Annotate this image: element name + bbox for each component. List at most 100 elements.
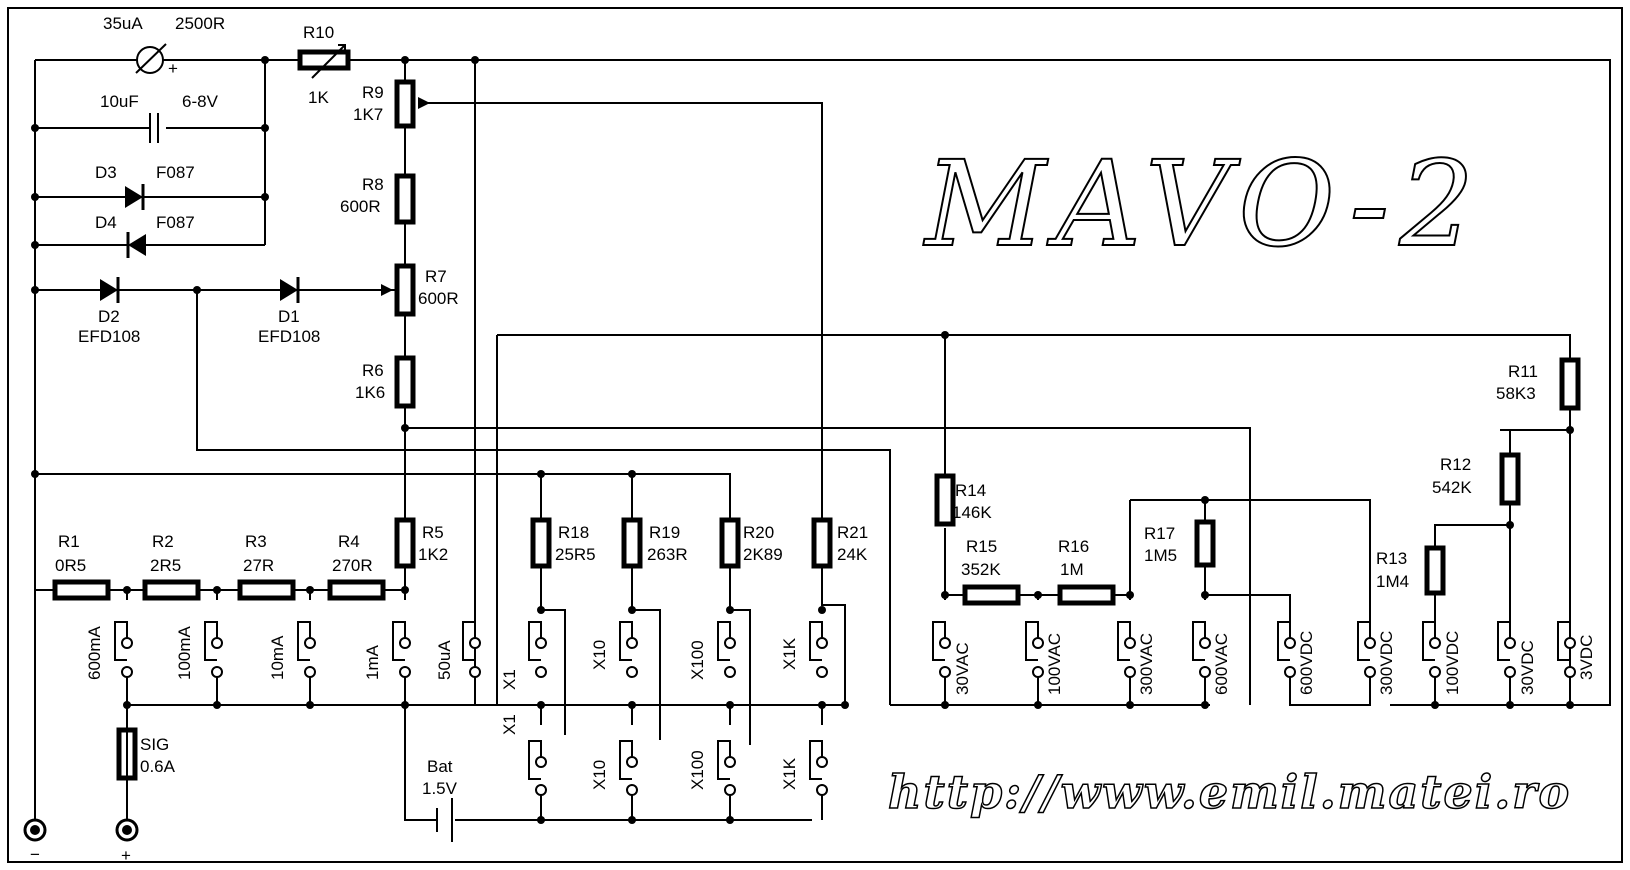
r5-value: 1K2 [418, 545, 448, 564]
svg-text:+: + [168, 59, 178, 78]
diode-d3-name: D3 [95, 163, 117, 182]
battery-symbol [436, 798, 453, 842]
meter-symbol: + [35, 43, 265, 78]
terminal-plus-label: + [121, 846, 131, 865]
r12-value: 542K [1432, 478, 1472, 497]
battery-value: 1.5V [422, 779, 458, 798]
switch-label-100vac: 100VAC [1045, 633, 1064, 695]
r13-name: R13 [1376, 549, 1407, 568]
meter-resistance-label: 2500R [175, 14, 225, 33]
r1-value: 0R5 [55, 556, 86, 575]
switch-label-600vac: 600VAC [1212, 633, 1231, 695]
r15-name: R15 [966, 537, 997, 556]
r3-value: 27R [243, 556, 274, 575]
resistor-r2 [142, 579, 201, 601]
switch-label-10ma: 10mA [268, 635, 287, 680]
switch-label-x1-upper: X1 [500, 669, 519, 690]
r5-name: R5 [422, 523, 444, 542]
switch-label-30vac: 30VAC [953, 642, 972, 695]
resistor-r19 [621, 517, 643, 569]
capacitor-symbol [149, 113, 159, 143]
r3-name: R3 [245, 532, 267, 551]
r10-name: R10 [303, 23, 334, 42]
resistor-r18 [530, 517, 552, 569]
r1-name: R1 [58, 532, 80, 551]
switch-label-50ua: 50uA [435, 640, 454, 680]
r10-value: 1K [308, 88, 329, 107]
resistor-r3 [237, 579, 296, 601]
diode-d3-type: F087 [156, 163, 195, 182]
resistor-r4 [327, 579, 386, 601]
diode-d2-name: D2 [98, 307, 120, 326]
r8-name: R8 [362, 175, 384, 194]
r20-value: 2K89 [743, 545, 783, 564]
r7-wiper-arrow-icon [381, 284, 393, 296]
diode-d3-symbol [125, 184, 145, 210]
range-switch-contacts [114, 621, 1576, 796]
diagram-frame [7, 7, 1623, 863]
diode-d1-name: D1 [278, 307, 300, 326]
switch-label-300vdc: 300VDC [1377, 631, 1396, 695]
resistor-r1 [52, 579, 111, 601]
r14-name: R14 [955, 481, 986, 500]
r20-name: R20 [743, 523, 774, 542]
r10-variable-arrow-icon [311, 44, 346, 79]
resistor-r5 [394, 517, 416, 569]
resistor-r11 [1559, 357, 1581, 411]
r6-name: R6 [362, 361, 384, 380]
r12-name: R12 [1440, 455, 1471, 474]
switch-label-x1k-lower: X1K [780, 757, 799, 790]
switch-label-600vdc: 600VDC [1297, 631, 1316, 695]
fuse-name: SIG [140, 735, 169, 754]
meter-current-label: 35uA [103, 14, 143, 33]
switch-label-600ma: 600mA [85, 625, 104, 680]
switch-label-3vdc: 3VDC [1577, 635, 1596, 680]
switch-label-x10-upper: X10 [590, 640, 609, 670]
r18-value: 25R5 [555, 545, 596, 564]
website-url: http://www.emil.matei.ro [888, 765, 1571, 819]
r6-value: 1K6 [355, 383, 385, 402]
wires [34, 59, 1611, 825]
r19-value: 263R [647, 545, 688, 564]
switch-label-100ma: 100mA [175, 625, 194, 680]
resistor-r14 [934, 473, 956, 527]
r17-value: 1M5 [1144, 546, 1177, 565]
switch-label-1ma: 1mA [363, 644, 382, 680]
r9-name: R9 [362, 83, 384, 102]
diode-d1-type: EFD108 [258, 327, 320, 346]
diagram-title: MAVO-2 [923, 135, 1484, 273]
diode-d2-type: EFD108 [78, 327, 140, 346]
diode-d4-symbol [126, 232, 146, 258]
r18-name: R18 [558, 523, 589, 542]
resistor-r6 [394, 355, 416, 409]
r9-value: 1K7 [353, 105, 383, 124]
battery-name: Bat [427, 757, 453, 776]
r2-name: R2 [152, 532, 174, 551]
resistor-r12 [1499, 452, 1521, 506]
switch-label-x100-upper: X100 [688, 640, 707, 680]
r8-value: 600R [340, 197, 381, 216]
terminal-minus[interactable] [23, 818, 47, 842]
r21-name: R21 [837, 523, 868, 542]
r7-value: 600R [418, 289, 459, 308]
switch-label-x100-lower: X100 [688, 750, 707, 790]
junction-dots [31, 56, 1574, 824]
r9-wiper-arrow-icon [418, 97, 430, 109]
terminal-minus-label: − [30, 845, 40, 864]
diode-d1-symbol [280, 277, 300, 303]
terminal-plus[interactable] [115, 818, 139, 842]
r16-value: 1M [1060, 560, 1084, 579]
r7-name: R7 [425, 267, 447, 286]
capacitor-value-label: 10uF [100, 92, 139, 111]
resistor-r7 [394, 263, 416, 317]
switch-label-x1-lower: X1 [500, 714, 519, 735]
diode-d4-type: F087 [156, 213, 195, 232]
switch-label-x10-lower: X10 [590, 760, 609, 790]
resistor-r13 [1424, 545, 1446, 596]
switch-label-x1k-upper: X1K [780, 637, 799, 670]
resistor-r16 [1057, 584, 1116, 606]
resistor-r9 [394, 79, 416, 129]
resistor-r10 [297, 49, 351, 71]
switch-label-100vdc: 100VDC [1443, 631, 1462, 695]
